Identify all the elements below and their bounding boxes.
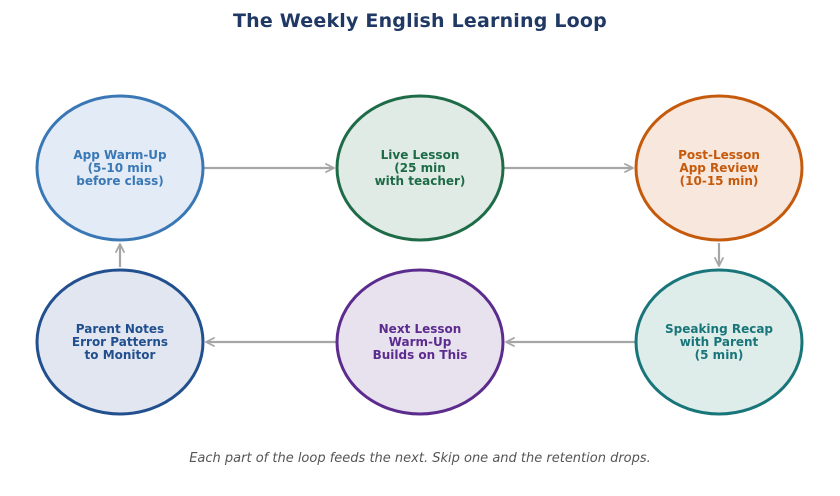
node-label-line: Builds on This bbox=[373, 348, 468, 362]
node-label-line: Error Patterns bbox=[72, 335, 168, 349]
node-label-line: App Review bbox=[679, 161, 758, 175]
node-ellipse bbox=[35, 268, 205, 416]
node-label-line: (5-10 min bbox=[88, 161, 153, 175]
node-label-line: before class) bbox=[76, 174, 164, 188]
node-ellipse bbox=[335, 94, 505, 242]
node-label-line: (5 min) bbox=[695, 348, 744, 362]
edges-layer bbox=[115, 163, 724, 347]
node-label-line: App Warm-Up bbox=[73, 148, 167, 162]
node-label-line: with Parent bbox=[680, 335, 759, 349]
node-label-line: (25 min bbox=[394, 161, 446, 175]
node-label-line: (10-15 min) bbox=[680, 174, 759, 188]
diagram-caption: Each part of the loop feeds the next. Sk… bbox=[189, 451, 651, 466]
node-label-line: to Monitor bbox=[85, 348, 156, 362]
node-label-line: Speaking Recap bbox=[665, 322, 773, 336]
node-label-line: Post-Lesson bbox=[678, 148, 760, 162]
node-label-line: Next Lesson bbox=[379, 322, 462, 336]
node-ellipse bbox=[634, 268, 804, 416]
node-label-line: with teacher) bbox=[375, 174, 466, 188]
diagram-title: The Weekly English Learning Loop bbox=[233, 10, 607, 32]
node-ellipse bbox=[634, 94, 804, 242]
node-label-line: Warm-Up bbox=[389, 335, 452, 349]
node-label-line: Live Lesson bbox=[381, 148, 460, 162]
node-ellipse bbox=[35, 94, 205, 242]
node-ellipse bbox=[335, 268, 505, 416]
node-label-line: Parent Notes bbox=[76, 322, 164, 336]
